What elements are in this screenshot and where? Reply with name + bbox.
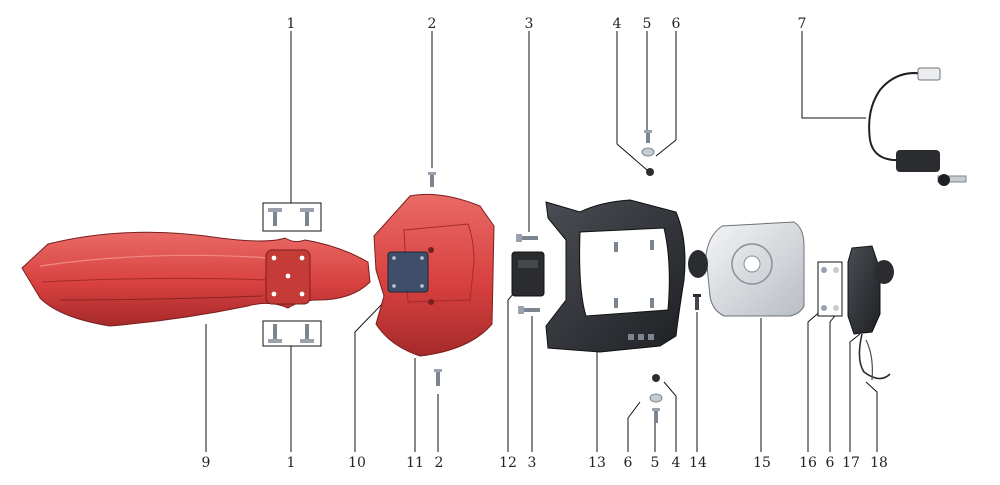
bracket-bolt-bottom — [518, 306, 540, 314]
callout-3-top: 3 — [525, 16, 534, 32]
callout-16: 16 — [799, 455, 817, 471]
callout-5-bottom: 5 — [651, 455, 660, 471]
callout-7-top: 7 — [798, 16, 807, 32]
callout-3-bottom: 3 — [528, 455, 537, 471]
fender-bolts-top — [262, 202, 322, 232]
wire-harness — [858, 333, 891, 381]
callout-1-top: 1 — [287, 16, 296, 32]
leader-lines — [205, 31, 878, 452]
callout-13: 13 — [588, 455, 606, 471]
callout-4-bottom: 4 — [672, 455, 681, 471]
headlight-screw — [693, 294, 701, 310]
ignition-switch — [868, 67, 967, 186]
callout-2-bottom: 2 — [435, 455, 444, 471]
number-plate — [373, 193, 495, 357]
callout-6-bottom: 6 — [624, 455, 633, 471]
callout-1-bottom: 1 — [287, 455, 296, 471]
bracket-bolt-top — [516, 234, 538, 242]
headlight-housing — [545, 199, 686, 353]
callout-10: 10 — [348, 455, 366, 471]
plate-panel — [387, 251, 429, 293]
callout-15: 15 — [753, 455, 771, 471]
callout-6-top: 6 — [672, 16, 681, 32]
callout-18: 18 — [870, 455, 888, 471]
hardware-top — [641, 130, 655, 176]
callout-2-top: 2 — [428, 16, 437, 32]
callout-4-top: 4 — [613, 16, 622, 32]
hardware-bottom — [649, 374, 663, 423]
rear-housing — [847, 245, 894, 335]
callout-11: 11 — [406, 455, 424, 471]
callout-12: 12 — [499, 455, 517, 471]
callout-9: 9 — [202, 455, 211, 471]
callout-5-top: 5 — [643, 16, 652, 32]
plate-screw-bottom — [434, 369, 442, 386]
housing-screws — [614, 240, 654, 308]
front-fender — [21, 231, 371, 327]
mounting-bracket — [511, 251, 545, 297]
bracket-hardware — [817, 261, 843, 317]
callout-6-right: 6 — [826, 455, 835, 471]
fender-bolts-bottom — [262, 320, 322, 347]
headlight-lens — [688, 221, 805, 317]
plate-screw-top — [428, 172, 436, 187]
callout-14: 14 — [689, 455, 707, 471]
callout-17: 17 — [842, 455, 860, 471]
